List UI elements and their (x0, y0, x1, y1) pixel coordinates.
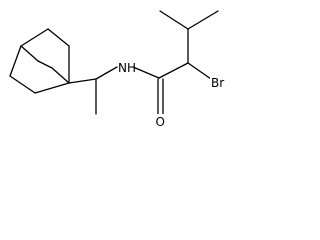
amide-group (157, 62, 189, 116)
atom-label-br: Br (210, 75, 229, 90)
bond (9, 45, 22, 77)
nitrogen-label: N (118, 61, 127, 75)
linker-chain (68, 66, 160, 115)
hydrogen-label: H (127, 61, 136, 75)
norbornane-ring (9, 28, 70, 94)
bond (187, 62, 212, 80)
bond (68, 78, 97, 84)
isopropyl-branch (159, 10, 219, 64)
bond (34, 82, 70, 94)
bond (159, 10, 189, 30)
bond (20, 45, 39, 62)
bond (158, 62, 189, 79)
bond (95, 66, 118, 80)
bond (20, 28, 49, 47)
bond (187, 10, 219, 30)
bond (9, 75, 36, 94)
bromine-label: Br (211, 76, 224, 90)
oxygen-label: O (156, 115, 165, 129)
chemical-structure-diagram: N H O Br (9, 10, 229, 129)
atom-label-nh: N H (118, 61, 136, 75)
bond (47, 28, 70, 47)
bond (37, 60, 53, 69)
bond (51, 67, 70, 84)
atom-label-o: O (155, 114, 166, 129)
bromo-branch (187, 62, 212, 80)
bond (132, 66, 160, 79)
